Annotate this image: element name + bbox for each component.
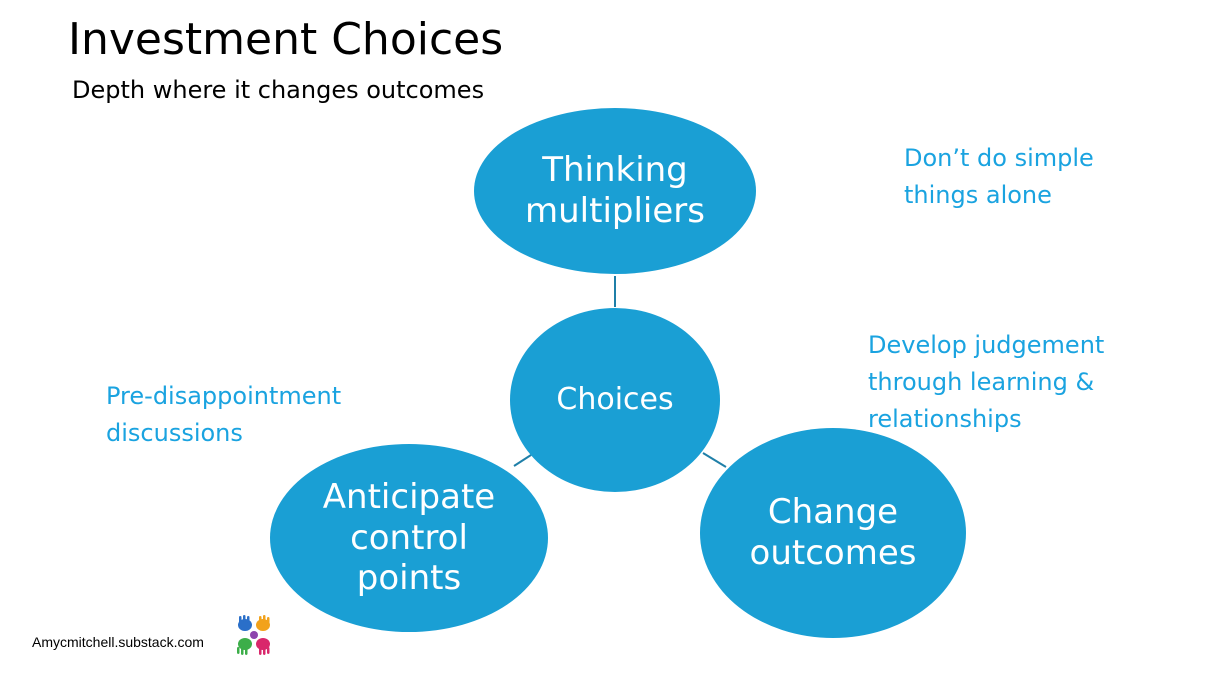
node-left-line-2: control	[350, 517, 468, 558]
node-thinking-multipliers: Thinking multipliers	[474, 108, 756, 274]
node-top-line-2: multipliers	[525, 191, 705, 231]
note-simple-things: Don’t do simple things alone	[904, 140, 1164, 214]
slide-subtitle: Depth where it changes outcomes	[72, 76, 485, 104]
node-right-line-2: outcomes	[749, 533, 917, 573]
node-right-line-1: Change	[767, 492, 899, 533]
footer-source: Amycmitchell.substack.com	[32, 634, 204, 650]
note-top-right-line-2: things alone	[904, 181, 1052, 209]
note-left-line-2: discussions	[106, 419, 243, 447]
note-pre-disappointment: Pre-disappointment discussions	[106, 378, 406, 452]
connector-right	[702, 452, 727, 468]
note-mid-right-line-1: Develop judgement	[868, 331, 1105, 359]
node-choices-center: Choices	[510, 308, 720, 492]
note-mid-right-line-3: relationships	[868, 405, 1022, 433]
slide-title: Investment Choices	[68, 14, 504, 65]
node-top-line-1: Thinking	[542, 150, 688, 191]
note-mid-right-line-2: through learning &	[868, 368, 1095, 396]
colorful-hands-icon	[233, 614, 275, 656]
note-left-line-1: Pre-disappointment	[106, 382, 342, 410]
node-change-outcomes: Change outcomes	[700, 428, 966, 638]
node-left-line-1: Anticipate	[322, 476, 496, 517]
connector-left	[513, 454, 532, 467]
note-top-right-line-1: Don’t do simple	[904, 144, 1094, 172]
note-develop-judgement: Develop judgement through learning & rel…	[868, 327, 1168, 438]
node-left-line-3: points	[356, 558, 462, 599]
node-anticipate-control-points: Anticipate control points	[270, 444, 548, 632]
node-center-label: Choices	[556, 382, 674, 417]
